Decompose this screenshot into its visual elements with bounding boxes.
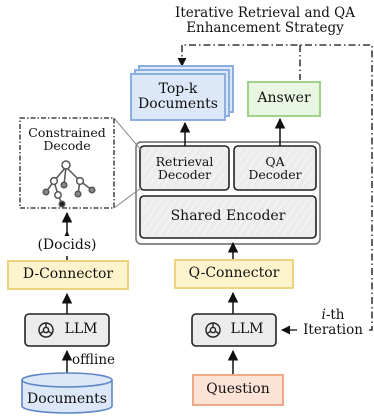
d-connector-box bbox=[7, 260, 129, 290]
llm-left-box bbox=[24, 313, 110, 347]
tree-graph-icon bbox=[42, 160, 96, 208]
q-connector-label: Q-Connector bbox=[188, 265, 280, 282]
documents-cylinder bbox=[21, 372, 113, 414]
iteration-suffix: -th Iteration bbox=[303, 307, 363, 339]
offline-label: offline bbox=[72, 352, 116, 368]
answer-label: Answer bbox=[257, 90, 311, 107]
question-box bbox=[192, 374, 284, 406]
zoom-line-bottom bbox=[113, 187, 142, 209]
qa-decoder-texture bbox=[237, 149, 313, 187]
openai-logo-icon bbox=[38, 322, 54, 338]
llm-left-label: LLM bbox=[64, 321, 98, 338]
documents-label: Documents bbox=[27, 391, 107, 408]
q-connector-box bbox=[174, 259, 294, 289]
topk-doc-front bbox=[130, 73, 226, 121]
answer-box bbox=[247, 81, 321, 117]
shared-encoder-label: Shared Encoder bbox=[170, 208, 286, 225]
d-connector-label: D-Connector bbox=[22, 266, 114, 283]
strategy-title: Iterative Retrieval and QA Enhancement S… bbox=[174, 5, 355, 37]
iteration-label: i-th Iteration bbox=[297, 307, 369, 339]
question-label: Question bbox=[206, 381, 270, 398]
retrieval-decoder-label: Retrieval Decoder bbox=[155, 153, 214, 182]
constrained-decode-label: Constrained Decode bbox=[28, 124, 106, 153]
iteration-variable: i bbox=[321, 307, 326, 323]
qa-decoder-label: QA Decoder bbox=[248, 153, 302, 182]
llm-right-box bbox=[191, 313, 277, 347]
zoom-line-top bbox=[113, 117, 142, 151]
docids-label: (Docids) bbox=[17, 236, 117, 256]
llm-right-label: LLM bbox=[230, 321, 264, 338]
topk-label: Top-k Documents bbox=[138, 80, 218, 112]
shared-encoder-texture bbox=[143, 199, 313, 235]
retrieval-decoder-texture bbox=[143, 149, 226, 187]
openai-logo-icon bbox=[205, 322, 221, 338]
